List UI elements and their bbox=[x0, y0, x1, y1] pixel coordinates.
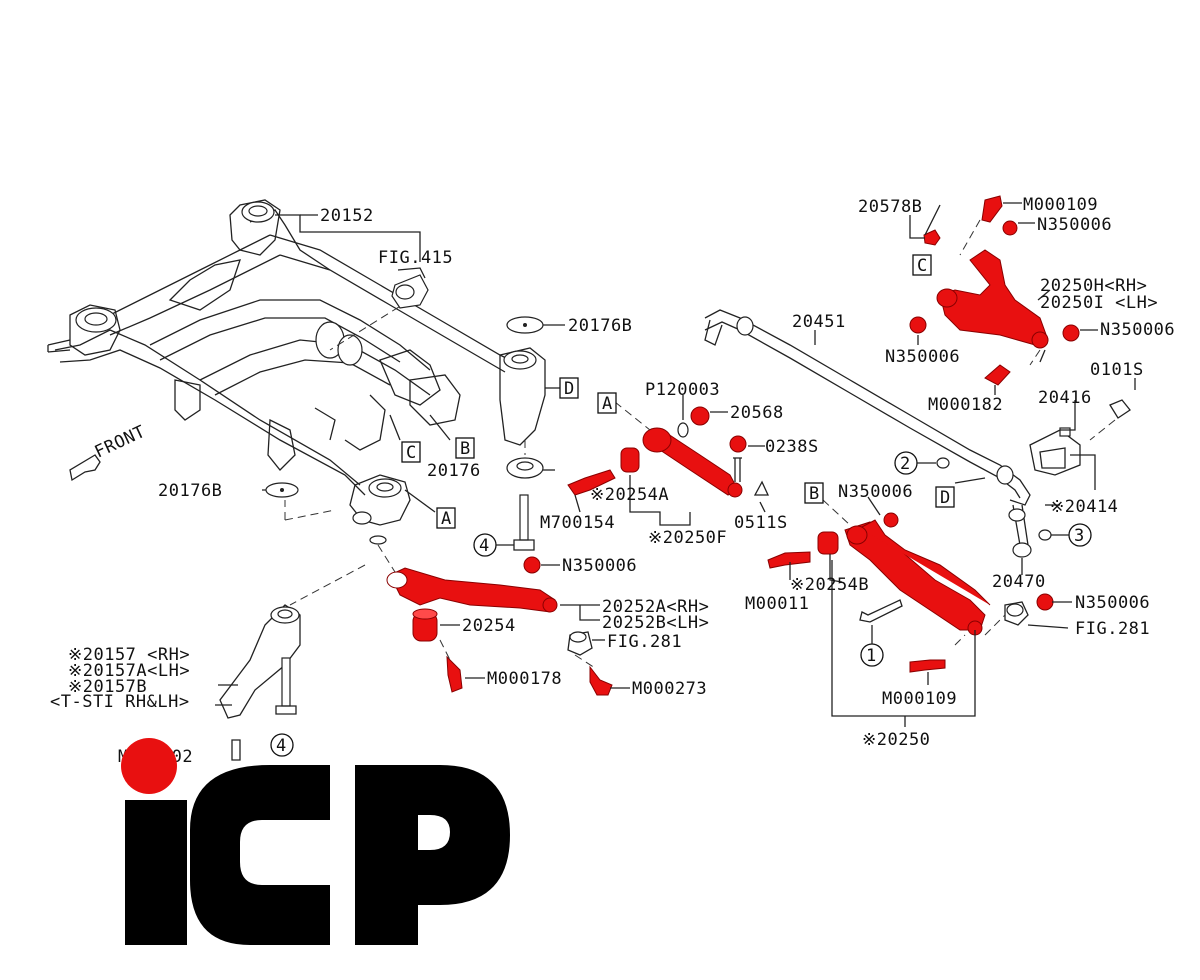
label-20250: ※20250 bbox=[862, 730, 930, 750]
svg-text:B: B bbox=[809, 484, 820, 504]
circle-4-lower-icon bbox=[270, 733, 294, 757]
label-20416: 20416 bbox=[1038, 388, 1092, 408]
label-fig281-mid: FIG.281 bbox=[607, 632, 682, 652]
front-arrow-icon: FRONT bbox=[69, 422, 149, 482]
svg-text:C: C bbox=[917, 256, 928, 276]
label-20451: 20451 bbox=[792, 312, 846, 332]
ref-box-c2: C bbox=[912, 254, 932, 276]
lower-arm-20250: 1 bbox=[767, 512, 1054, 673]
end-link-20470: 3 bbox=[1008, 504, 1092, 575]
label-20252a: 20252A<RH> bbox=[602, 597, 709, 617]
ref-box-d1: D bbox=[559, 377, 579, 399]
label-0238s: 0238S bbox=[765, 437, 819, 457]
label-m700154: M700154 bbox=[540, 513, 615, 533]
label-n350006-top: N350006 bbox=[1037, 215, 1112, 235]
label-n350006-left: N350006 bbox=[885, 347, 960, 367]
circle-number-1: 1 bbox=[866, 646, 877, 666]
upper-arm-20250h bbox=[909, 195, 1080, 386]
svg-text:D: D bbox=[940, 488, 951, 508]
mount-pads: 4 bbox=[265, 267, 544, 557]
label-m000273: M000273 bbox=[632, 679, 707, 699]
ref-box-b2: B bbox=[804, 482, 824, 504]
label-20254b: ※20254B bbox=[790, 575, 869, 595]
label-20470: 20470 bbox=[992, 572, 1046, 592]
icp-logo bbox=[121, 738, 510, 945]
label-m000109-bottom: M000109 bbox=[882, 689, 957, 709]
label-m000182: M000182 bbox=[928, 395, 1003, 415]
nut-n350006-mid-icon bbox=[523, 556, 541, 574]
label-20157: ※20157 <RH> bbox=[68, 645, 190, 665]
ref-box-a1: A bbox=[436, 507, 456, 529]
leader-lines-la bbox=[789, 496, 1072, 727]
svg-text:A: A bbox=[441, 509, 452, 529]
label-20250h: 20250H<RH> bbox=[1040, 276, 1147, 296]
ref-box-c1: C bbox=[401, 441, 421, 463]
label-20578b: 20578B bbox=[858, 197, 922, 217]
label-m000178: M000178 bbox=[487, 669, 562, 689]
label-m000109-top: M000109 bbox=[1023, 195, 1098, 215]
front-label: FRONT bbox=[92, 422, 149, 463]
leader-lines-bar bbox=[814, 330, 1136, 484]
label-n350006-br: N350006 bbox=[1075, 593, 1150, 613]
label-20250i: 20250I <LH> bbox=[1040, 293, 1158, 313]
knuckle-20157 bbox=[215, 604, 301, 761]
label-0511s: 0511S bbox=[734, 513, 788, 533]
ref-box-d2: D bbox=[935, 486, 955, 508]
label-20252b: 20252B<LH> bbox=[602, 613, 709, 633]
part-labels: 20152 FIG.415 20176B 20176 20176B 20578B… bbox=[50, 195, 1175, 767]
label-p120003: P120003 bbox=[645, 380, 720, 400]
circle-number-2: 2 bbox=[900, 454, 911, 474]
svg-text:B: B bbox=[460, 439, 471, 459]
label-fig281-right: FIG.281 bbox=[1075, 619, 1150, 639]
label-20176b-top: 20176B bbox=[568, 316, 632, 336]
label-0101s: 0101S bbox=[1090, 360, 1144, 380]
lower-arm-20252 bbox=[386, 567, 613, 696]
label-n350006-right: N350006 bbox=[1100, 320, 1175, 340]
svg-text:A: A bbox=[602, 394, 613, 414]
lateral-link-20250f bbox=[567, 406, 770, 498]
leader-lines-ua bbox=[909, 202, 1098, 395]
label-fig415: FIG.415 bbox=[378, 248, 453, 268]
svg-text:4: 4 bbox=[276, 736, 287, 756]
label-20157a: ※20157A<LH> bbox=[68, 661, 190, 681]
leader-lines-bl bbox=[440, 564, 630, 689]
label-20254a: ※20254A bbox=[590, 485, 669, 505]
label-20152: 20152 bbox=[320, 206, 374, 226]
label-m00011: M00011 bbox=[745, 594, 809, 614]
stabilizer-bar-20451 bbox=[704, 309, 1131, 506]
leader-lines bbox=[262, 214, 565, 606]
circle-number-4: 4 bbox=[479, 536, 490, 556]
label-20176: 20176 bbox=[427, 461, 481, 481]
label-tsti: <T-STI RH&LH> bbox=[50, 692, 190, 712]
svg-text:C: C bbox=[406, 443, 417, 463]
circle-number-3: 3 bbox=[1074, 526, 1085, 546]
bolt-icon bbox=[369, 535, 387, 545]
ref-box-a2: A bbox=[597, 392, 617, 414]
rear-subframe bbox=[47, 199, 546, 545]
label-n350006-b: N350006 bbox=[838, 482, 913, 502]
label-20568: 20568 bbox=[730, 403, 784, 423]
label-20176b-left: 20176B bbox=[158, 481, 222, 501]
label-20414: ※20414 bbox=[1050, 497, 1118, 517]
logo-dot-icon bbox=[121, 738, 177, 794]
ref-box-b1: B bbox=[455, 437, 475, 459]
svg-text:D: D bbox=[564, 379, 575, 399]
label-20254: 20254 bbox=[462, 616, 516, 636]
label-20250f: ※20250F bbox=[648, 528, 727, 548]
label-n350006-mid: N350006 bbox=[562, 556, 637, 576]
label-20157b: ※20157B bbox=[68, 677, 147, 697]
leader-lines-mid bbox=[574, 395, 766, 526]
long-bolt-icon bbox=[519, 494, 529, 541]
